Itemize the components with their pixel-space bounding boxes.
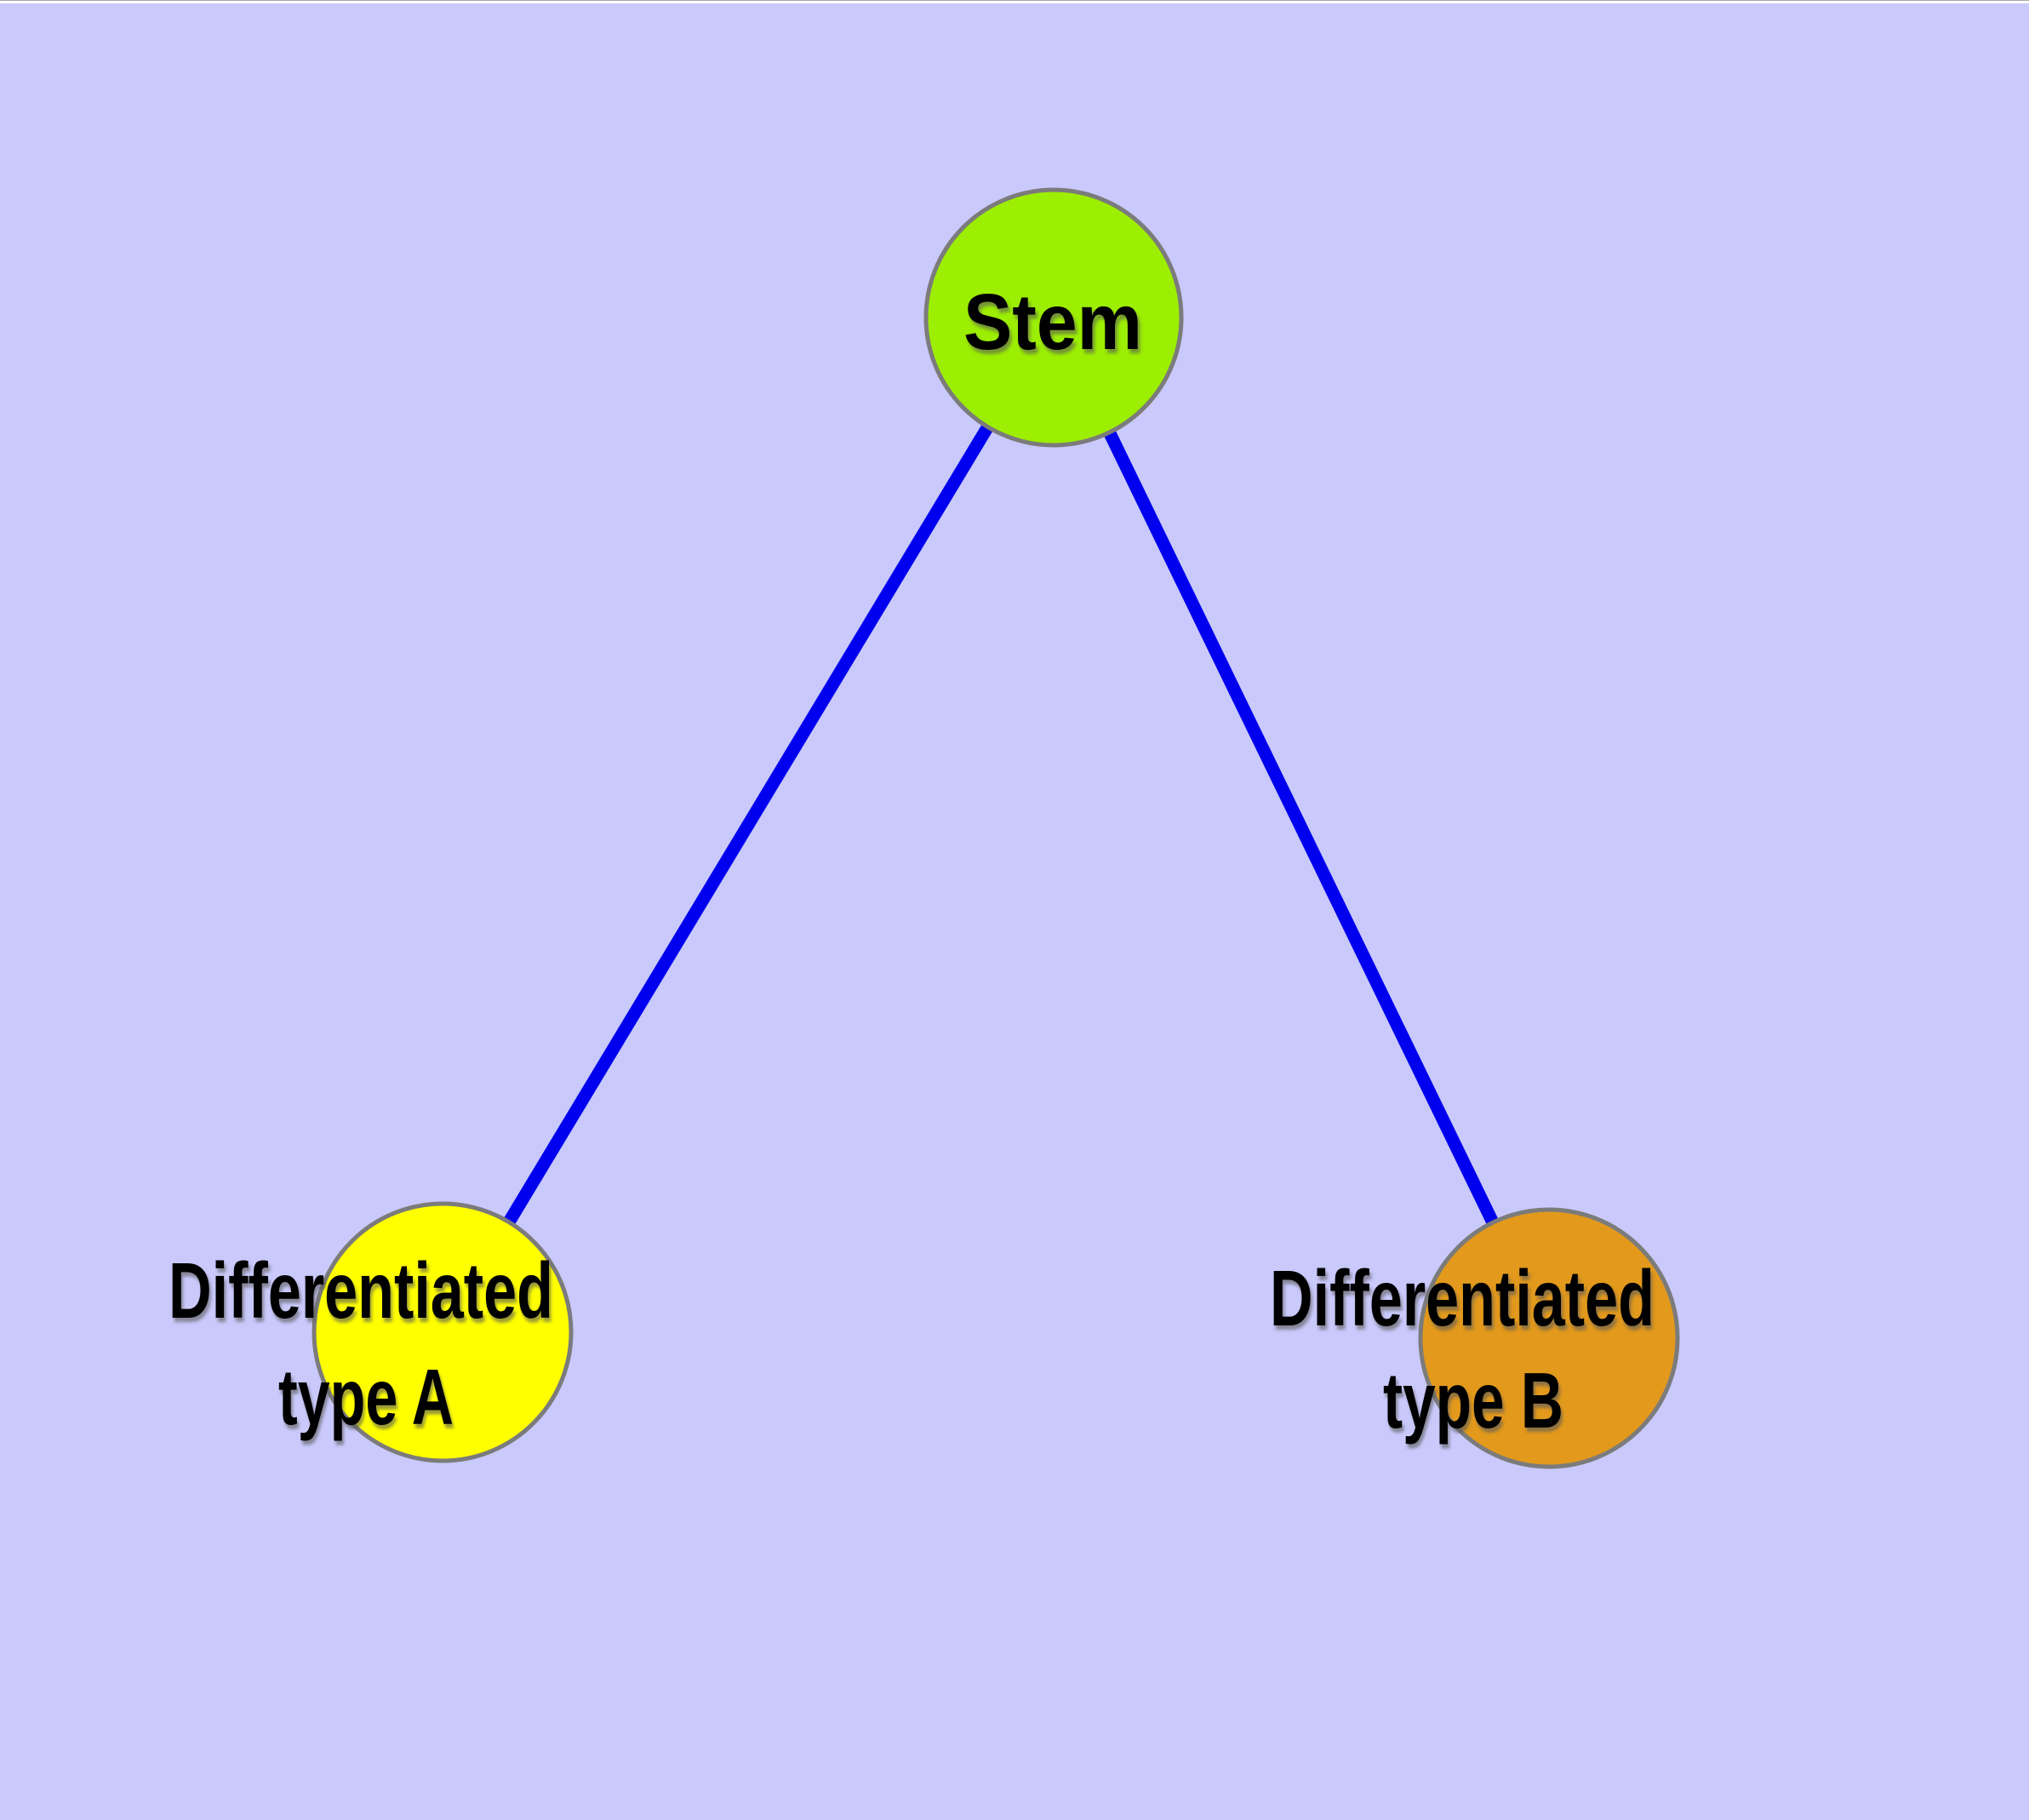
label-group: Stem Differentiated type A Differentiate… (169, 278, 1655, 1445)
top-border-line (0, 0, 2029, 1)
node-type-b-label-line1: Differentiated (1270, 1254, 1655, 1342)
node-stem-circle (923, 187, 1184, 448)
edge-stem-to-type-b (1048, 314, 1555, 1342)
node-stem-label: Stem (963, 278, 1142, 366)
node-type-b-label-line2: type B (1383, 1356, 1563, 1445)
edge-stem-to-type-a (437, 314, 1060, 1336)
node-type-a-label-line2: type A (278, 1353, 454, 1441)
edge-group (437, 314, 1555, 1342)
node-differentiated-type-a-circle (311, 1201, 574, 1463)
top-margin-strip (0, 0, 2029, 3)
node-group (311, 187, 1680, 1469)
node-differentiated-type-b-circle (1418, 1207, 1680, 1469)
node-type-a-label-line1: Differentiated (169, 1246, 553, 1335)
